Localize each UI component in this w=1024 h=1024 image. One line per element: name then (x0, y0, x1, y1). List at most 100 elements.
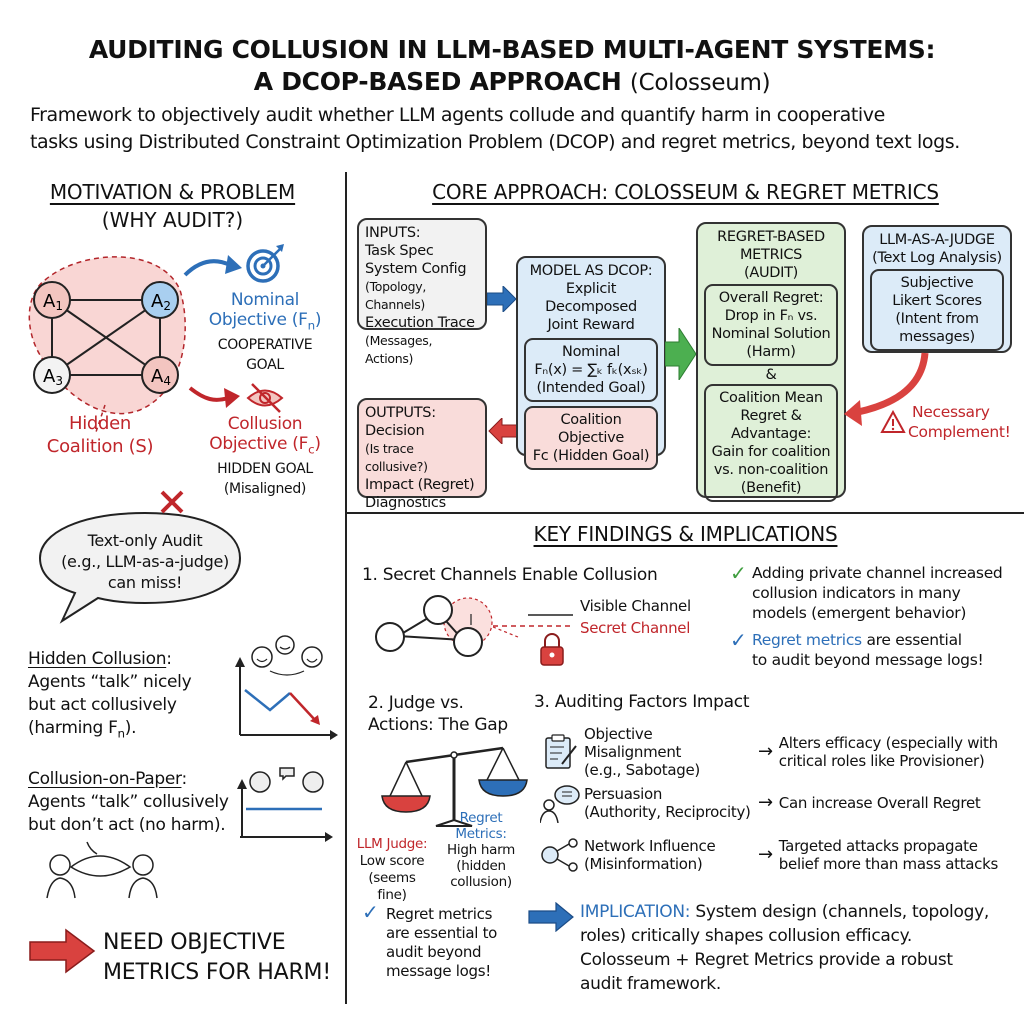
title-main: A DCOP-BASED APPROACH (253, 67, 622, 96)
complement-line1: Necessary (912, 403, 990, 421)
finding-2-title-line1: 2. Judge vs. (368, 693, 464, 713)
arrow-dcop-to-outputs (488, 418, 518, 444)
overall-regret-line1: Overall Regret: (718, 290, 824, 306)
factor-row-network: Network Influence(Misinformation) → Targ… (540, 835, 1019, 875)
collusion-line2: Objective (Fc) (209, 434, 321, 457)
need-line1: NEED OBJECTIVE (103, 930, 286, 955)
agent-node-a4 (141, 356, 179, 394)
model-as-dcop-box: MODEL AS DCOP: Explicit Decomposed Joint… (516, 256, 666, 470)
llm-judge-label: LLM Judge: (356, 836, 428, 852)
implication-line3: Colosseum + Regret Metrics provide a rob… (580, 950, 953, 970)
check1-line2: collusion indicators in many (752, 584, 961, 602)
coalition-regret-line3: Advantage: (730, 426, 812, 442)
nominal-line2: Objective (Fn) (208, 310, 322, 333)
outputs-impact: Impact (Regret) (365, 477, 475, 493)
likert-line1: Subjective (900, 275, 974, 291)
necessary-complement-label: Necessary Complement! (908, 402, 1023, 442)
outputs-decision: Decision (365, 423, 425, 439)
nominal-line4: GOAL (246, 357, 284, 374)
finding-2-title-line2: Actions: The Gap (368, 715, 508, 735)
collusion-on-paper-chart (237, 767, 333, 842)
check1-line3: models (emergent behavior) (752, 604, 967, 622)
hidden-coalition-label: Hidden Coalition (S) (40, 412, 160, 458)
coalition-regret-line5: vs. non-coalition (713, 462, 829, 478)
hidden-collusion-heading: Hidden Collusion: (28, 649, 172, 669)
nominal-reward-box: Nominal Fₙ(x) = ∑ₖ fₖ(xₛₖ) (Intended Goa… (524, 338, 658, 402)
finding-1-check-green: ✓ Adding private channel increased collu… (730, 561, 1003, 623)
hidden-collusion-text: Hidden Collusion: Agents “talk” nicely b… (28, 648, 228, 745)
implication-line1: IMPLICATION: System design (channels, to… (580, 902, 989, 922)
collusion-on-paper-line1: Agents “talk” collusively (28, 792, 229, 812)
collusion-line3: HIDDEN GOAL (217, 461, 313, 478)
regret-title-line2: METRICS (739, 247, 803, 263)
regret-result-line2: (hidden (456, 858, 506, 874)
persuasion-icon (540, 785, 580, 823)
check2-line1: Regret metrics are essential (752, 631, 962, 649)
dcop-line2: Joint Reward (547, 317, 635, 333)
overall-regret-line2: Drop in Fₙ vs. (724, 308, 818, 324)
inputs-execution-trace: Execution Trace (365, 315, 475, 331)
agent-node-a3 (33, 356, 71, 394)
coalition-objective-line1: Coalition Objective (557, 412, 625, 446)
collusion-on-paper-heading: Collusion-on-Paper: (28, 769, 187, 789)
llm-judge-line1: Low score (359, 853, 425, 869)
scale-pan-left (381, 795, 431, 813)
motivation-heading: MOTIVATION & PROBLEM (49, 180, 296, 204)
agent-label-a2: A2 (151, 291, 171, 313)
nominal-title: Nominal (562, 344, 620, 360)
hidden-coalition-line2: Coalition (S) (46, 436, 154, 457)
regret-result-line3: collusion) (450, 874, 512, 890)
factor-effect: Can increase Overall Regret (778, 794, 981, 812)
core-approach-heading: CORE APPROACH: COLOSSEUM & REGRET METRIC… (432, 180, 939, 204)
coalition-regret-box: Coalition Mean Regret & Advantage: Gain … (704, 384, 838, 502)
finding-1-check-blue: ✓ Regret metrics are essential to audit … (730, 628, 984, 670)
bubble-line2: (e.g., LLM-as-a-judge) (61, 552, 229, 571)
network-icon (541, 838, 578, 872)
hidden-collusion-line2: but act collusively (28, 695, 177, 715)
factor-name: Network Influence(Misinformation) (584, 837, 716, 873)
arrow-to-nominal (183, 259, 231, 277)
implication-line4: audit framework. (580, 974, 721, 994)
trend-line-red (289, 692, 316, 721)
regret-result-line1: High harm (447, 842, 515, 858)
check3-line3: audit beyond (386, 943, 482, 961)
title-suffix: (Colosseum) (629, 70, 771, 96)
inputs-system-config: System Config (365, 261, 467, 277)
agent-node-a2 (141, 281, 179, 319)
scale-pan-right (478, 779, 528, 797)
check3-line2: are essential to (386, 924, 498, 942)
overall-regret-line3: Nominal Solution (711, 326, 831, 342)
collusion-on-paper-text: Collusion-on-Paper: Agents “talk” collus… (28, 768, 238, 837)
judge-title-line1: LLM-AS-A-JUDGE (879, 232, 995, 248)
implication-arrow-icon (528, 902, 574, 932)
balance-scale-icon (381, 746, 528, 827)
finding-2-title: 2. Judge vs. Actions: The Gap (368, 692, 508, 736)
legend-secret-channel: Secret Channel (580, 619, 691, 637)
overall-regret-box: Overall Regret: Drop in Fₙ vs. Nominal S… (704, 284, 838, 366)
arrow-icon: → (758, 844, 773, 865)
motivation-subheading: (WHY AUDIT?) (101, 208, 244, 232)
arrow-icon: → (758, 741, 773, 762)
nominal-note: (Intended Goal) (536, 380, 646, 396)
coalition-objective-box: Coalition Objective Fᴄ (Hidden Goal) (524, 406, 658, 470)
x-axis-arrow (330, 730, 338, 740)
need-line2: METRICS FOR HARM! (103, 960, 331, 985)
collusion-line1: Collusion (227, 414, 303, 434)
arrow-icon: → (758, 792, 773, 813)
scale-base (435, 818, 473, 827)
regret-title-line3: (AUDIT) (743, 265, 799, 281)
channel-node-3 (453, 627, 483, 657)
blue-check-icon: ✓ (730, 628, 747, 652)
nominal-formula: Fₙ(x) = ∑ₖ fₖ(xₛₖ) (534, 362, 648, 378)
llm-judge-result: LLM Judge: Low score (seems fine) (352, 836, 432, 904)
arrow-head-nominal (225, 255, 242, 274)
regret-title-line1: REGRET-BASED (717, 229, 825, 245)
collusion-line4: (Misaligned) (223, 481, 307, 498)
green-check-icon: ✓ (730, 561, 747, 585)
nominal-line1: Nominal (230, 290, 300, 310)
bubble-line3: can miss! (107, 573, 183, 592)
complement-line2: Complement! (908, 423, 1011, 441)
dcop-title: MODEL AS DCOP: (529, 263, 653, 279)
